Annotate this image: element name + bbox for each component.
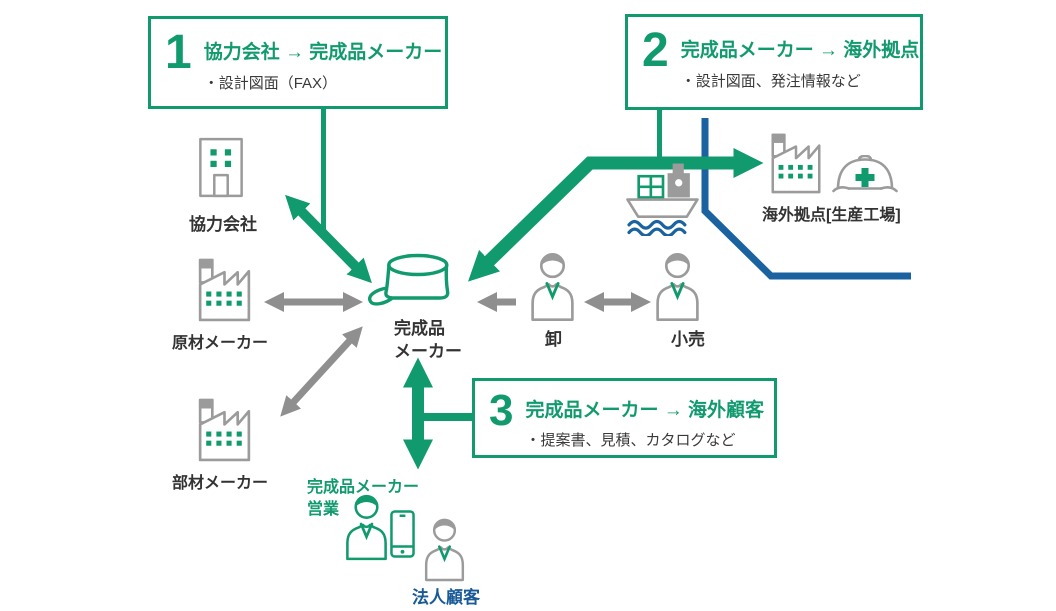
label-overseas-base: 海外拠点[生産工場] <box>762 207 901 224</box>
callout-3: 3 完成品メーカー → 海外顧客 ・提案書、見積、カタログなど <box>472 378 777 458</box>
label-wholesaler: 卸 <box>545 330 562 349</box>
cap-icon <box>367 253 450 306</box>
callout-3-title: 完成品メーカー → 海外顧客 <box>525 400 765 421</box>
label-retailer: 小売 <box>671 330 705 349</box>
label-finished-goods-maker: 完成品 メーカー <box>394 317 462 363</box>
label-finished-goods-maker-line2: メーカー <box>394 342 462 361</box>
person-icon <box>531 252 574 322</box>
label-maker-sales: 完成品メーカー 営業 <box>307 477 419 521</box>
arrow-parts-maker <box>280 326 363 417</box>
arrow-partner-maker <box>285 194 372 284</box>
callout-2-number: 2 <box>642 24 669 77</box>
label-maker-sales-line2: 営業 <box>307 501 340 518</box>
factory-icon <box>197 397 251 462</box>
building-icon <box>199 137 243 198</box>
callout-1-title: 協力会社 → 完成品メーカー <box>203 42 443 63</box>
label-finished-goods-maker-line1: 完成品 <box>394 319 445 338</box>
factory-icon <box>770 132 821 194</box>
factory-icon <box>197 257 251 322</box>
person-icon <box>424 518 465 582</box>
callout-2-title: 完成品メーカー → 海外拠点 <box>680 40 920 61</box>
callout-3-detail: ・提案書、見積、カタログなど <box>525 432 736 449</box>
label-maker-sales-line1: 完成品メーカー <box>307 479 420 496</box>
callout-3-number: 3 <box>489 386 514 435</box>
label-raw-material-maker: 原材メーカー <box>172 335 269 352</box>
label-parts-maker: 部材メーカー <box>172 475 269 492</box>
label-corporate-customer: 法人顧客 <box>412 588 480 607</box>
callout-2-detail: ・設計図面、発注情報など <box>680 73 861 90</box>
callout-2: 2 完成品メーカー → 海外拠点 ・設計図面、発注情報など <box>625 14 923 110</box>
label-partner-company: 協力会社 <box>189 215 257 234</box>
callout-1: 1 協力会社 → 完成品メーカー ・設計図面（FAX） <box>148 16 448 109</box>
callout-1-detail: ・設計図面（FAX） <box>203 75 338 92</box>
person-icon <box>656 252 699 322</box>
blue-logistics-path <box>701 118 911 280</box>
ship-icon <box>625 161 700 236</box>
helmet-icon <box>832 155 898 193</box>
callout-1-number: 1 <box>165 26 192 79</box>
arrow-maker-overseas-base <box>468 148 764 282</box>
